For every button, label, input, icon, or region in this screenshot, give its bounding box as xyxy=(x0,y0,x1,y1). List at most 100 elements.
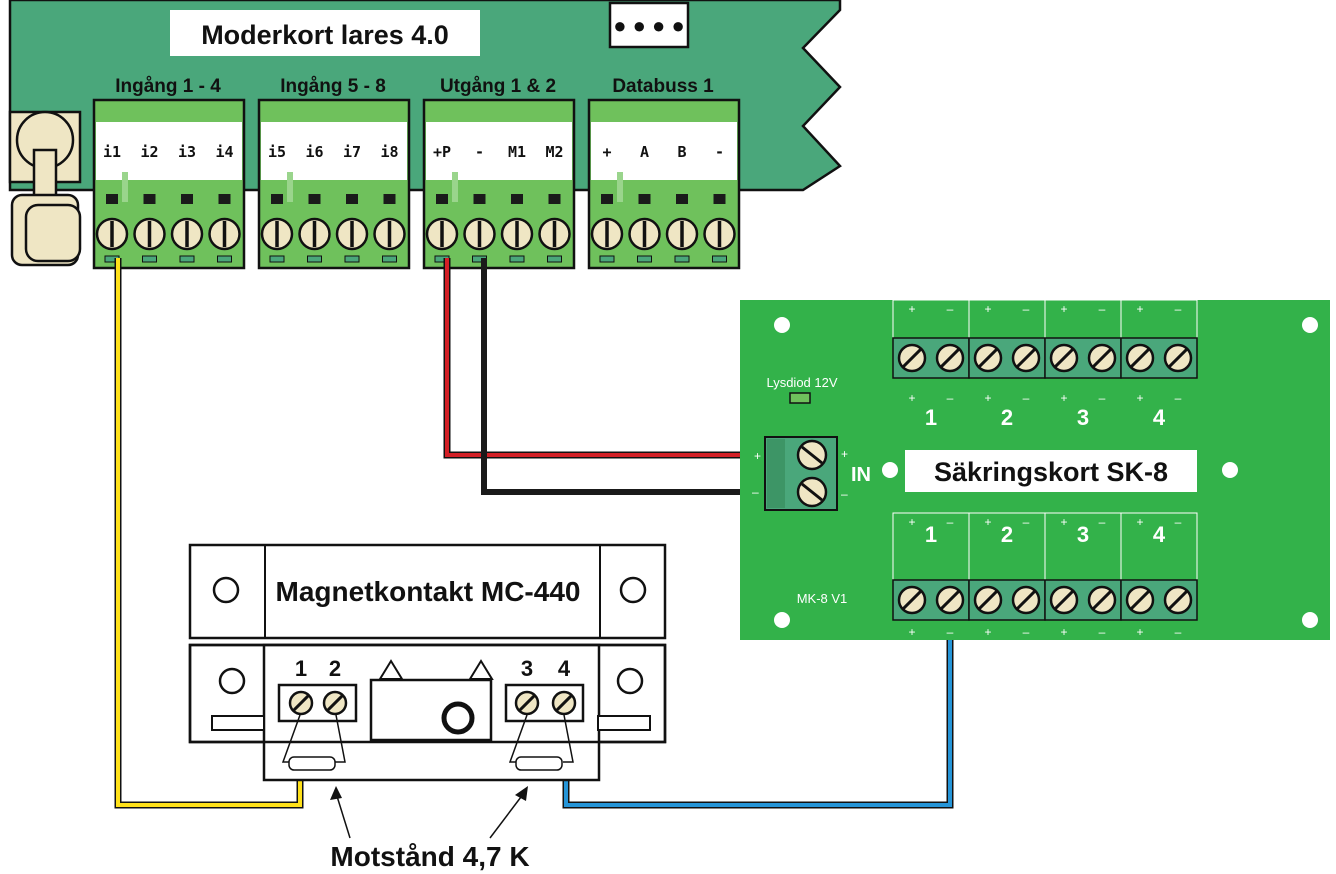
fuse-minus-sign: – xyxy=(1175,391,1182,405)
fuse-plus-sign: + xyxy=(908,515,915,529)
fuse-minus-sign: – xyxy=(1175,302,1182,316)
terminal-led xyxy=(142,255,157,263)
terminal-slot xyxy=(511,194,523,204)
magnet-screw-hole xyxy=(619,576,647,604)
terminal-led xyxy=(344,255,360,263)
fuse-minus-sign: – xyxy=(1099,515,1106,529)
fuse-channel-4: 4+–+– xyxy=(1120,299,1198,430)
mount-hole xyxy=(774,317,790,333)
fuse-channel-number: 2 xyxy=(1001,405,1013,430)
in-label: IN xyxy=(851,464,871,486)
fuse-plus-sign: + xyxy=(1136,391,1143,405)
pin-label: - xyxy=(715,143,724,161)
fuse-minus-sign: – xyxy=(947,391,954,405)
terminal-slot xyxy=(308,194,321,204)
fuse-minus-sign: – xyxy=(1175,515,1182,529)
resistor-left xyxy=(281,714,346,771)
connector-pin-dots: ● ● ● ● xyxy=(613,13,685,38)
terminal-label-strip xyxy=(261,122,407,180)
pin-label: i2 xyxy=(140,143,158,161)
pin-label: i5 xyxy=(268,143,286,161)
fuse-plus-sign: + xyxy=(1060,302,1067,316)
fuse-plus-sign: + xyxy=(984,391,991,405)
fuse-minus-sign: – xyxy=(947,625,954,639)
terminal-slot xyxy=(181,194,193,204)
mainboard-header-connector xyxy=(608,1,690,49)
terminal-slot xyxy=(713,194,726,204)
mount-hole xyxy=(882,462,898,478)
led-label: Lysdiod 12V xyxy=(766,375,837,390)
magnet-contact: Magnetkontakt MC-440 1 2 3 4 xyxy=(188,543,667,782)
fuse-plus-sign: + xyxy=(1136,625,1143,639)
fuse-minus-sign: – xyxy=(947,515,954,529)
fuse-channel-2: 2+–+– xyxy=(968,512,1046,639)
fuse-channel-number: 1 xyxy=(925,522,937,547)
fuse-channel-3: 3+–+– xyxy=(1044,512,1122,639)
fuse-plus-sign: + xyxy=(1060,391,1067,405)
terminal-1-label: 1 xyxy=(295,656,307,681)
pin-label: +P xyxy=(433,143,451,161)
fuse-minus-sign: – xyxy=(1023,302,1030,316)
terminal-slot xyxy=(143,194,156,204)
terminal-label-strip xyxy=(96,122,242,180)
fuseboard-title-box xyxy=(905,450,1197,492)
fuse-plus-sign: + xyxy=(984,515,991,529)
terminal-led xyxy=(269,255,285,263)
terminal-slot xyxy=(548,194,561,204)
mount-hole xyxy=(1222,462,1238,478)
fuse-channel-4: 4+–+– xyxy=(1120,512,1198,639)
block-header-inputs-1-4: Ingång 1 - 4 xyxy=(115,76,221,97)
terminal-lever xyxy=(287,172,293,202)
fuse-minus-sign: – xyxy=(1099,625,1106,639)
red-wire-outline xyxy=(443,258,765,459)
terminal-slot xyxy=(601,194,613,204)
terminal-3-label: 3 xyxy=(521,656,533,681)
red-wire xyxy=(445,258,765,457)
fuseboard: Lysdiod 12V MK-8 V1 + – + – IN Säkringsk… xyxy=(740,299,1330,640)
resistor-callout: Motstånd 4,7 K xyxy=(330,786,530,872)
in-plus-right: + xyxy=(841,447,848,461)
terminal-slot xyxy=(218,194,231,204)
antenna-connector xyxy=(8,110,82,267)
terminal-slot xyxy=(383,194,396,204)
terminal-led xyxy=(674,255,690,263)
fuse-minus-sign: – xyxy=(1023,625,1030,639)
fuse-output-row-bottom: 1+–+–2+–+–3+–+–4+–+– xyxy=(892,512,1198,639)
terminal-slot xyxy=(473,194,486,204)
terminal-led xyxy=(307,255,322,263)
terminal-led xyxy=(599,255,615,263)
magnet-screw-hole xyxy=(212,576,240,604)
in-minus-left: – xyxy=(752,485,759,499)
fuse-plus-sign: + xyxy=(1060,625,1067,639)
fuse-plus-sign: + xyxy=(908,302,915,316)
terminal-2-label: 2 xyxy=(329,656,341,681)
terminal-led xyxy=(509,255,525,263)
terminal-led xyxy=(712,255,727,263)
reed-switch-window xyxy=(369,678,493,742)
fuse-minus-sign: – xyxy=(1099,302,1106,316)
fuse-channel-number: 3 xyxy=(1077,405,1089,430)
block-header-outputs: Utgång 1 & 2 xyxy=(440,76,556,97)
fuse-channel-1: 1+–+– xyxy=(892,512,970,639)
fuse-channel-number: 4 xyxy=(1153,405,1166,430)
pin-label: B xyxy=(677,143,686,161)
fuse-plus-sign: + xyxy=(1060,515,1067,529)
terminal-lever xyxy=(122,172,128,202)
terminal-slot xyxy=(638,194,651,204)
mainboard-title: Moderkort lares 4.0 xyxy=(201,20,449,50)
resistor-right xyxy=(508,714,574,771)
fuse-minus-sign: – xyxy=(1023,515,1030,529)
in-plus-left: + xyxy=(754,449,761,463)
version-label: MK-8 V1 xyxy=(797,591,848,606)
pin-label: - xyxy=(475,143,484,161)
fuse-channel-number: 4 xyxy=(1153,522,1166,547)
pin-label: M1 xyxy=(508,143,526,161)
pin-label: A xyxy=(640,143,649,161)
fuse-channel-cell xyxy=(1120,512,1198,589)
terminal-slot xyxy=(271,194,283,204)
fuse-channel-number: 2 xyxy=(1001,522,1013,547)
